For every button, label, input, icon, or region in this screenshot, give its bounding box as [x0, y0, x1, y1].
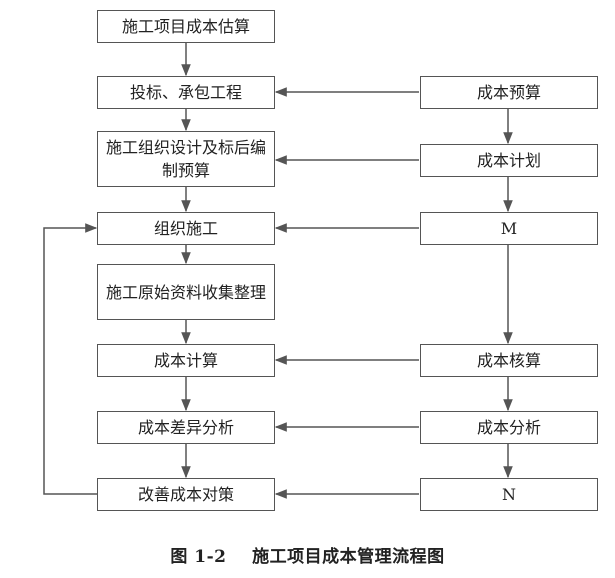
box-cost-calculation: 成本计算 — [97, 344, 275, 377]
box-cost-estimate-label: 施工项目成本估算 — [121, 17, 250, 36]
box-cost-calculation-label: 成本计算 — [153, 351, 218, 370]
box-cost-analysis-label: 成本分析 — [476, 418, 541, 437]
box-organize-construction: 组织施工 — [97, 212, 275, 245]
box-cost-variance-analysis: 成本差异分析 — [97, 411, 275, 444]
box-cost-analysis: 成本分析 — [420, 411, 598, 444]
box-cost-accounting-label: 成本核算 — [476, 351, 541, 370]
box-construction-design: 施工组织设计及标后编制预算 — [97, 131, 275, 187]
box-data-collection-label: 施工原始资料收集整理 — [105, 282, 266, 302]
box-data-collection: 施工原始资料收集整理 — [97, 264, 275, 320]
box-cost-improvement-label: 改善成本对策 — [137, 485, 234, 504]
box-n-label: N — [502, 485, 516, 504]
feedback-loop-arrow — [43, 223, 98, 495]
box-cost-variance-analysis-label: 成本差异分析 — [137, 418, 234, 437]
box-cost-improvement: 改善成本对策 — [97, 478, 275, 511]
box-cost-accounting: 成本核算 — [420, 344, 598, 377]
box-cost-estimate: 施工项目成本估算 — [97, 10, 275, 43]
box-organize-construction-label: 组织施工 — [153, 219, 218, 238]
box-bidding-label: 投标、承包工程 — [129, 83, 242, 102]
box-cost-budget: 成本预算 — [420, 76, 598, 109]
box-m-label: M — [500, 219, 518, 238]
figure-caption: 图 1-2 施工项目成本管理流程图 — [170, 547, 445, 567]
box-cost-plan: 成本计划 — [420, 144, 598, 177]
box-bidding: 投标、承包工程 — [97, 76, 275, 109]
box-m: M — [420, 212, 598, 245]
box-cost-plan-label: 成本计划 — [476, 151, 541, 170]
box-n: N — [420, 478, 598, 511]
box-construction-design-label: 施工组织设计及标后编制预算 — [105, 138, 266, 180]
box-cost-budget-label: 成本预算 — [476, 83, 541, 102]
